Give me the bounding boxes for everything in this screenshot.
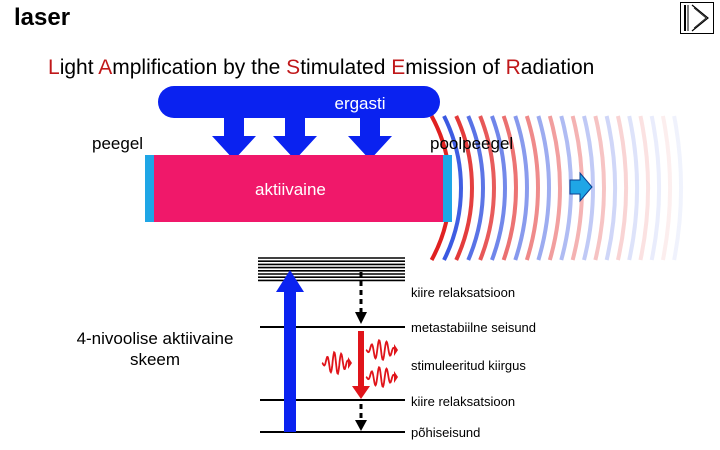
level-label-fast-relax-bottom: kiire relaksatsioon: [411, 394, 516, 409]
subtitle-text: adiation: [520, 56, 595, 79]
active-medium: [153, 155, 443, 222]
active-medium-label: aktiivaine: [255, 180, 326, 199]
acronym-letter: L: [48, 56, 60, 79]
pump-label: ergasti: [334, 94, 386, 113]
laser-acronym-subtitle: Light Amplification by the Stimulated Em…: [48, 56, 594, 80]
subtitle-text: mission of: [405, 56, 506, 79]
level-label-metastable: metastabiilne seisund: [411, 320, 537, 335]
half-mirror: [443, 155, 452, 222]
stimulated-photon-2: [365, 365, 397, 389]
mirror-label: peegel: [92, 134, 144, 153]
pump-bar: [158, 86, 440, 118]
stimulated-photon-1: [365, 338, 397, 362]
stimulated-transition: [358, 331, 364, 388]
skip-to-end-icon[interactable]: [680, 2, 714, 34]
acronym-letter: E: [391, 56, 406, 79]
scheme-label: 4-nivoolise aktiivaine skeem: [76, 329, 234, 369]
incoming-photon: [321, 350, 351, 376]
acronym-letter: R: [505, 56, 521, 79]
half-mirror-label: poolpeegel: [430, 134, 514, 153]
output-arrow: [569, 171, 593, 203]
subtitle-text: timulated: [300, 56, 392, 79]
acronym-letter: A: [98, 56, 113, 79]
pump-arrows: [212, 116, 392, 160]
level-label-stimulated: stimuleeritud kiirgus: [411, 358, 526, 373]
subtitle-text: ight: [59, 56, 99, 79]
pump-transition: [284, 290, 296, 432]
mirror: [145, 155, 154, 222]
upper-band: [258, 257, 405, 282]
level-label-ground: põhiseisund: [411, 425, 481, 440]
acronym-letter: S: [286, 56, 301, 79]
level-label-fast-relax-top: kiire relaksatsioon: [411, 285, 516, 300]
page-title: laser: [14, 4, 71, 31]
subtitle-text: mplification by the: [112, 56, 287, 79]
energy-level-scheme: [258, 257, 405, 433]
